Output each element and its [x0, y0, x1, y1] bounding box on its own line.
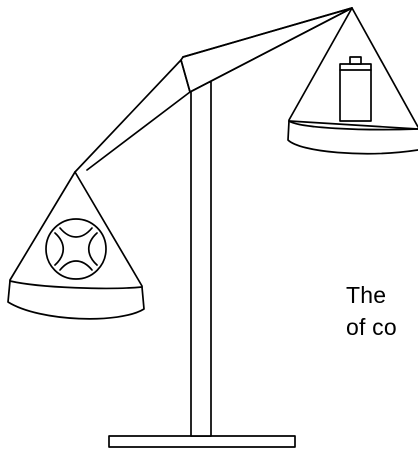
caption-text: The of co	[346, 279, 418, 343]
right-pan	[287, 7, 418, 155]
bottle-icon	[339, 56, 372, 122]
left-pan	[7, 171, 145, 320]
scale-base	[108, 435, 296, 448]
caption-line-1: The	[346, 282, 387, 308]
scale-post	[190, 81, 212, 437]
balance-beam	[74, 7, 353, 173]
caption-line-2: of co	[346, 314, 397, 340]
circle-x-icon	[45, 218, 107, 280]
